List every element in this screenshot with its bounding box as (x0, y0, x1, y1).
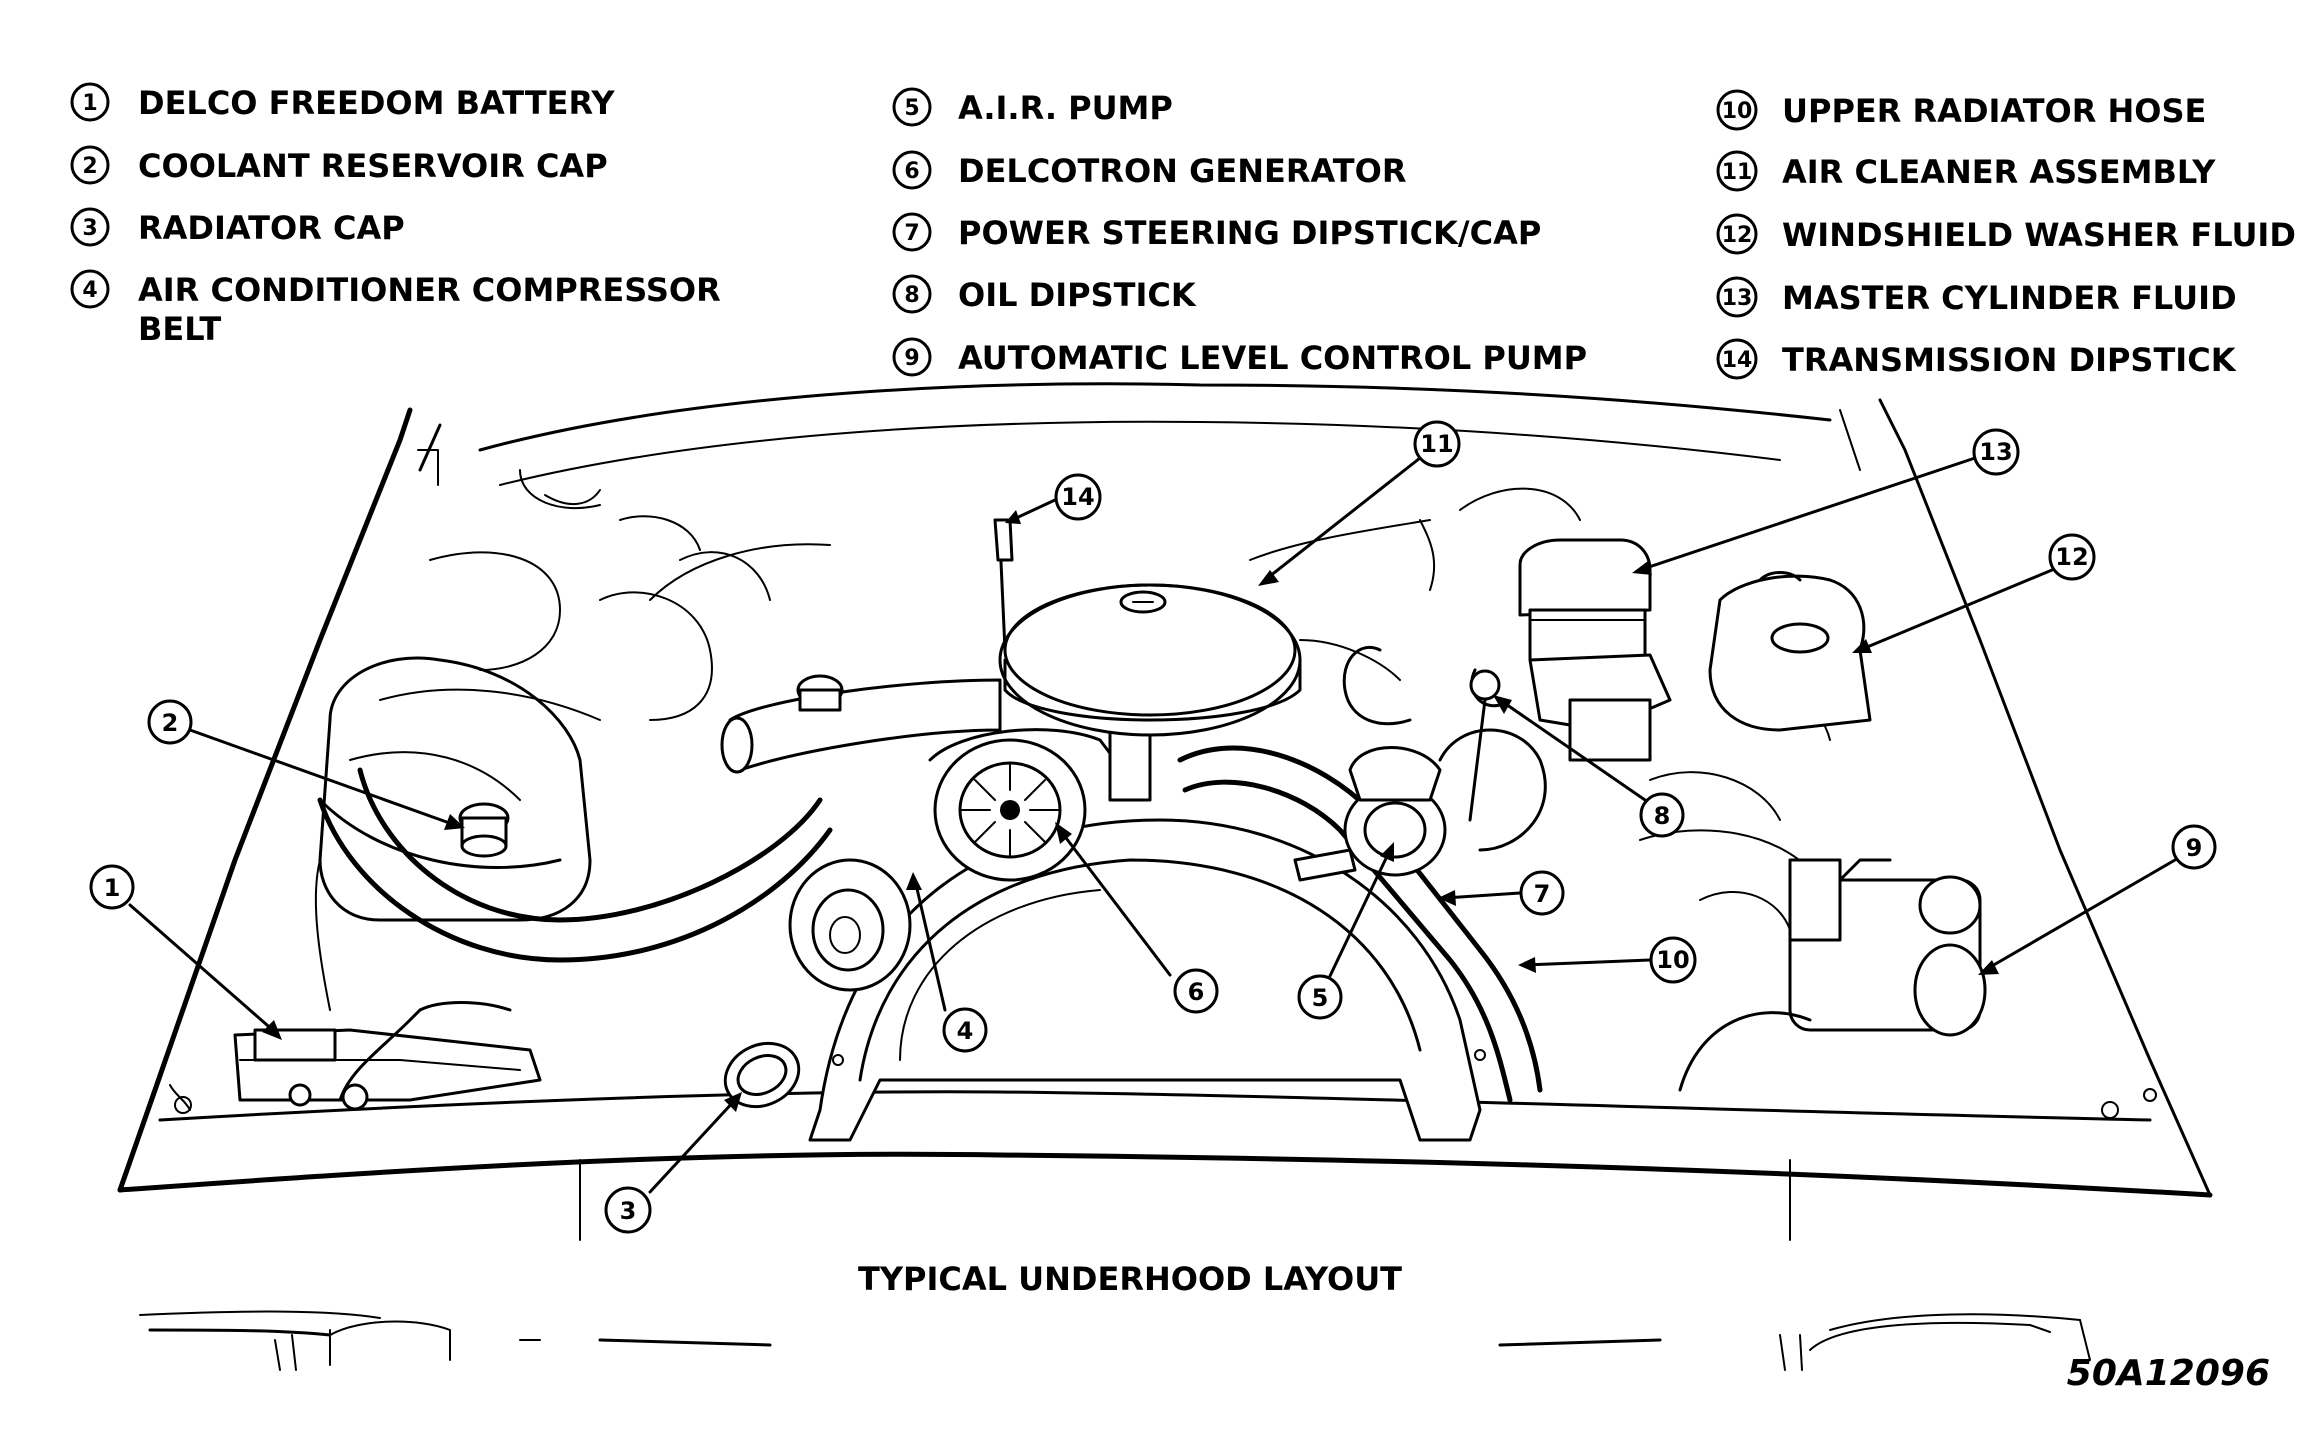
svg-text:7: 7 (904, 221, 919, 246)
svg-text:9: 9 (2186, 834, 2203, 862)
svg-text:5: 5 (1312, 984, 1329, 1012)
legend-item-10: 10 UPPER RADIATOR HOSE (1716, 89, 2206, 131)
legend-item-13: 13 MASTER CYLINDER FLUID (1716, 276, 2237, 318)
svg-text:10: 10 (1656, 946, 1689, 974)
svg-text:2: 2 (82, 154, 97, 179)
svg-text:12: 12 (1722, 223, 1753, 248)
legend-item-6: 6 DELCOTRON GENERATOR (892, 150, 1406, 190)
svg-text:14: 14 (1061, 483, 1094, 511)
legend-item-4: 4 AIR CONDITIONER COMPRESSOR BELT (70, 269, 721, 348)
svg-text:6: 6 (1188, 978, 1205, 1006)
legend-label-9: AUTOMATIC LEVEL CONTROL PUMP (958, 339, 1587, 377)
callout-6: 6 (1055, 822, 1219, 1014)
svg-text:14: 14 (1722, 348, 1753, 373)
legend-item-5: 5 A.I.R. PUMP (892, 87, 1173, 127)
svg-text:2: 2 (162, 709, 179, 737)
legend-item-8: 8 OIL DIPSTICK (892, 274, 1197, 314)
callout-2: 2 (147, 699, 465, 830)
legend-item-7: 7 POWER STEERING DIPSTICK/CAP (892, 212, 1541, 252)
callout-4: 4 (906, 872, 988, 1053)
svg-text:3: 3 (82, 216, 97, 241)
ac-compressor-drawing (788, 858, 912, 992)
svg-text:1: 1 (82, 91, 97, 116)
generator-drawing (928, 728, 1152, 882)
callout-9: 9 (1978, 824, 2217, 975)
legend-label-3: RADIATOR CAP (138, 209, 405, 247)
battery-drawing (233, 859, 542, 1111)
svg-text:4: 4 (82, 278, 97, 303)
engine-bay-illustration (117, 382, 2213, 1371)
legend-item-9: 9 AUTOMATIC LEVEL CONTROL PUMP (892, 337, 1587, 377)
svg-text:4: 4 (957, 1017, 974, 1045)
master-cylinder-drawing (1518, 538, 1672, 762)
svg-text:8: 8 (904, 283, 919, 308)
svg-text:6: 6 (904, 159, 919, 184)
svg-text:12: 12 (2055, 543, 2088, 571)
svg-text:8: 8 (1654, 802, 1671, 830)
callout-10: 10 (1518, 936, 1697, 984)
callouts: 1 2 3 4 5 (89, 420, 2217, 1234)
diagram-title: TYPICAL UNDERHOOD LAYOUT (858, 1260, 1402, 1298)
legend-label-11: AIR CLEANER ASSEMBLY (1782, 153, 2216, 191)
legend-label-2: COOLANT RESERVOIR CAP (138, 147, 608, 185)
callout-12: 12 (1852, 533, 2096, 653)
legend-label-10: UPPER RADIATOR HOSE (1782, 92, 2206, 130)
level-control-pump-drawing (1678, 858, 1987, 1092)
legend: 1 DELCO FREEDOM BATTERY 2 COOLANT RESERV… (70, 82, 2296, 380)
callout-3: 3 (604, 1092, 742, 1234)
legend-item-2: 2 COOLANT RESERVOIR CAP (70, 145, 608, 185)
legend-label-8: OIL DIPSTICK (958, 276, 1197, 314)
callout-8: 8 (1493, 695, 1685, 838)
legend-label-13: MASTER CYLINDER FLUID (1782, 279, 2237, 317)
legend-item-1: 1 DELCO FREEDOM BATTERY (70, 82, 615, 122)
svg-text:10: 10 (1722, 99, 1753, 124)
svg-text:3: 3 (620, 1197, 637, 1225)
legend-item-3: 3 RADIATOR CAP (70, 207, 405, 247)
legend-label-1: DELCO FREEDOM BATTERY (138, 84, 615, 122)
callout-1: 1 (89, 864, 282, 1040)
callout-11: 11 (1258, 420, 1461, 586)
callout-13: 13 (1632, 428, 2020, 575)
svg-text:11: 11 (1420, 430, 1453, 458)
air-pump-drawing (1293, 746, 1447, 882)
fan-shroud-drawing (808, 818, 1486, 1142)
svg-text:13: 13 (1979, 438, 2012, 466)
svg-text:9: 9 (904, 346, 919, 371)
legend-label-4: AIR CONDITIONER COMPRESSOR (138, 271, 721, 309)
legend-label-7: POWER STEERING DIPSTICK/CAP (958, 214, 1541, 252)
legend-label-4-line2: BELT (138, 310, 221, 348)
figure-id: 50A12096 (2067, 1353, 2270, 1394)
coolant-reservoir-drawing (318, 656, 592, 922)
svg-text:11: 11 (1722, 160, 1753, 185)
air-cleaner-drawing (998, 583, 1302, 737)
radiator-cap-drawing (723, 1041, 801, 1109)
svg-text:5: 5 (904, 96, 919, 121)
svg-text:7: 7 (1534, 880, 1551, 908)
legend-label-5: A.I.R. PUMP (958, 89, 1173, 127)
washer-bottle-drawing (1708, 571, 1872, 732)
callout-7: 7 (1438, 870, 1565, 916)
legend-item-11: 11 AIR CLEANER ASSEMBLY (1716, 150, 2216, 192)
svg-text:13: 13 (1722, 286, 1753, 311)
callout-14: 14 (1005, 473, 1102, 524)
legend-item-12: 12 WINDSHIELD WASHER FLUID (1716, 213, 2296, 255)
legend-label-6: DELCOTRON GENERATOR (958, 152, 1406, 190)
callout-5: 5 (1297, 842, 1394, 1020)
legend-label-12: WINDSHIELD WASHER FLUID (1782, 216, 2296, 254)
legend-label-14: TRANSMISSION DIPSTICK (1782, 341, 2237, 379)
svg-text:1: 1 (104, 874, 121, 902)
legend-item-14: 14 TRANSMISSION DIPSTICK (1716, 338, 2237, 380)
